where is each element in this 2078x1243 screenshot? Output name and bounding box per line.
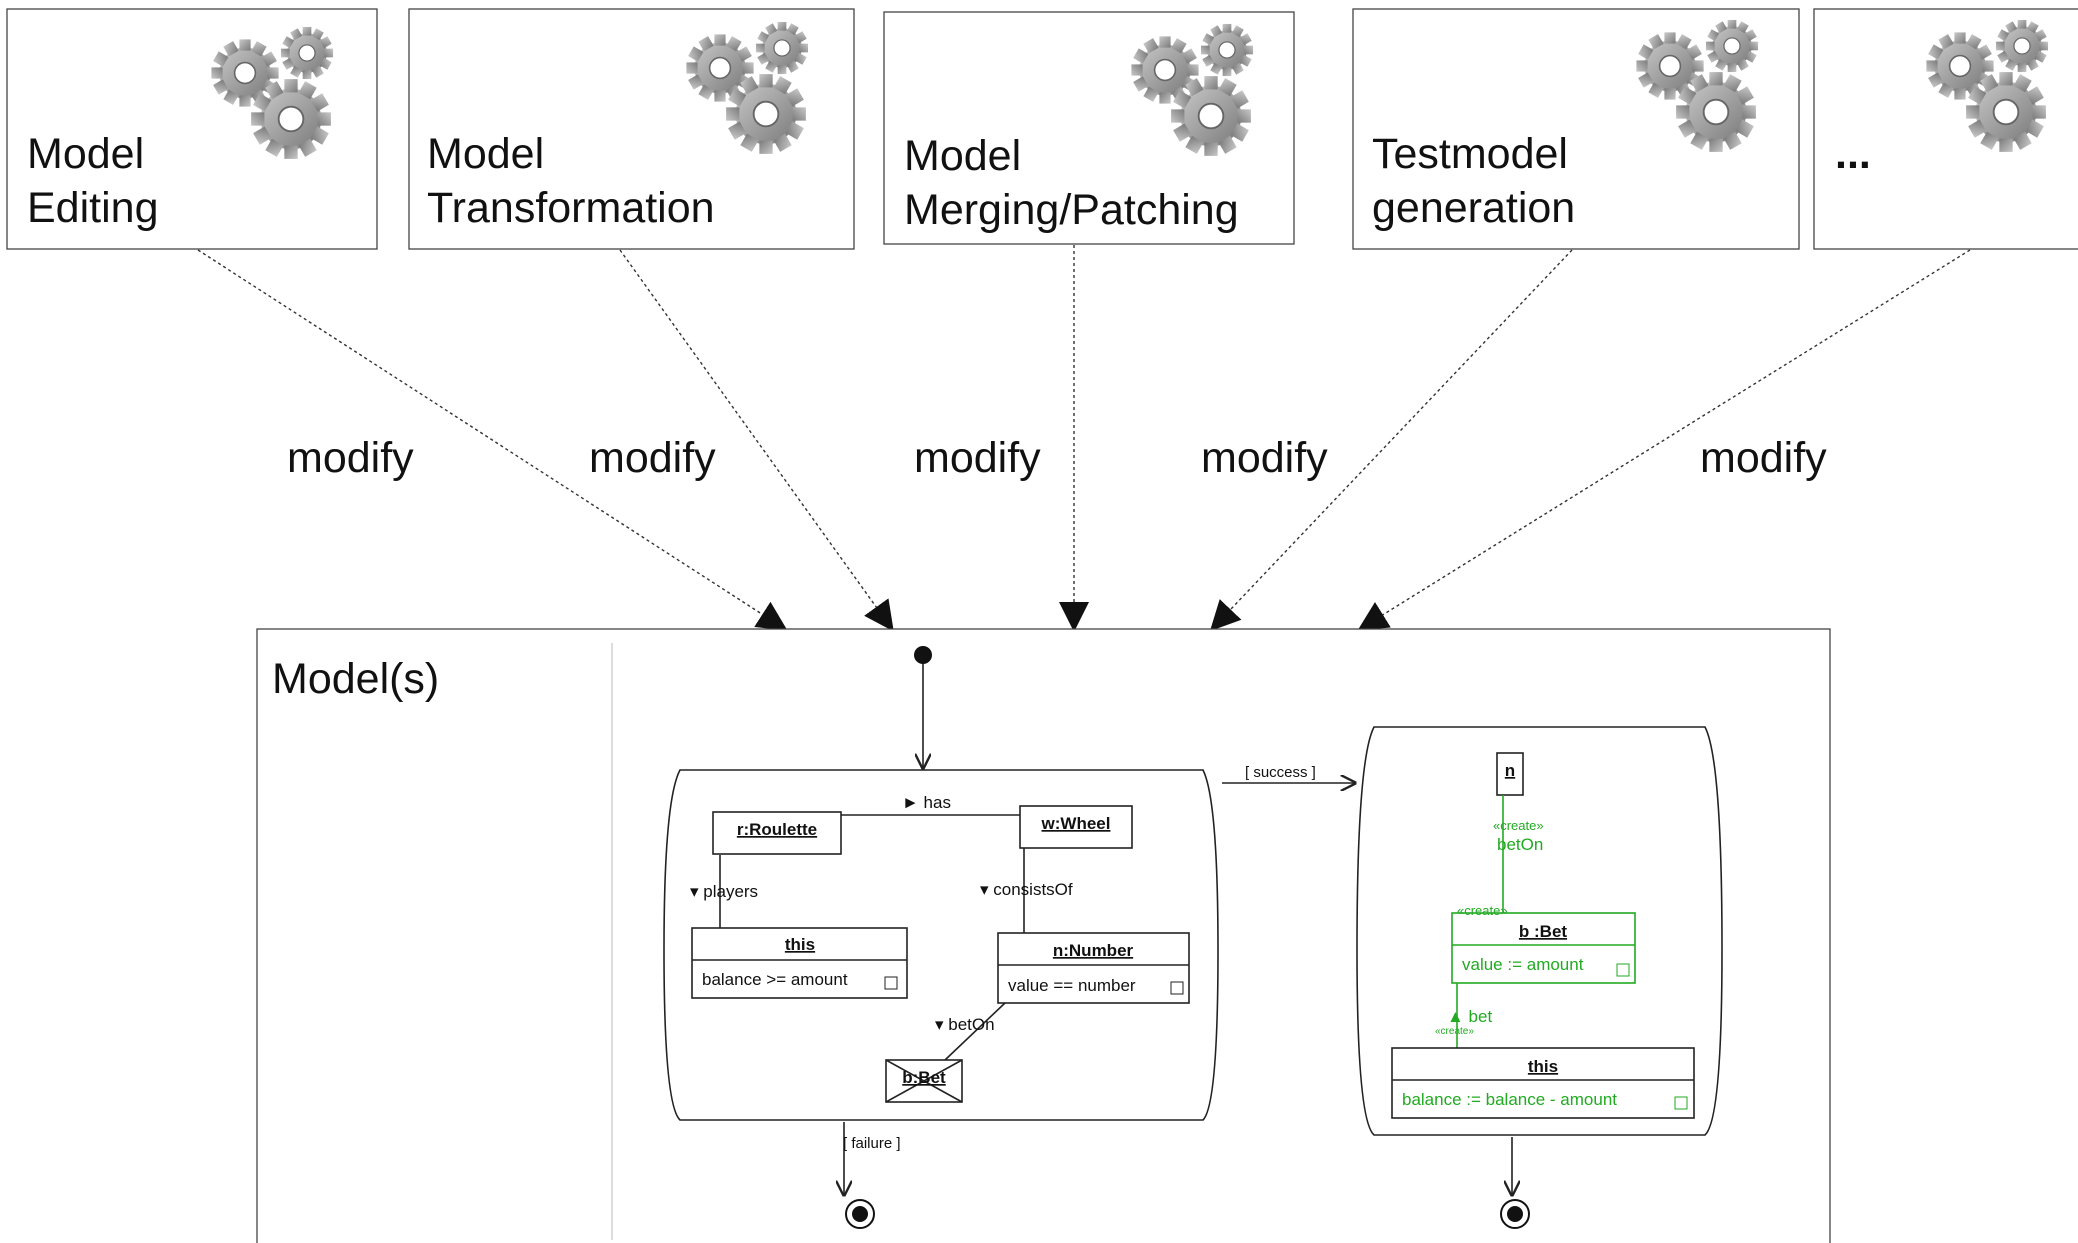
link-label-bet-created: ▲ bet: [1447, 1007, 1492, 1026]
modify-label: modify: [914, 434, 1041, 482]
object-this-name: this: [785, 935, 815, 954]
collapse-toggle-icon: [1616, 963, 1630, 977]
modify-label: modify: [589, 434, 716, 482]
modify-arrow: [1357, 249, 1971, 631]
final-node: [1500, 1199, 1530, 1229]
modify-label: modify: [1700, 434, 1827, 482]
create-stereotype: «create»: [1435, 1026, 1474, 1037]
collapse-toggle-icon: [884, 976, 898, 990]
object-this-right: [1391, 1047, 1695, 1119]
tool-label-line: Transformation: [427, 184, 715, 232]
object-roulette: [712, 811, 842, 855]
object-number-name: n:Number: [1053, 941, 1134, 960]
story-state-right: [1356, 726, 1723, 1136]
link-label-consists-of: ▾ consistsOf: [980, 880, 1073, 899]
object-roulette-name: r:Roulette: [737, 820, 817, 839]
tool-label-line: Model: [904, 132, 1021, 180]
story-diagram: [611, 643, 1723, 1240]
negation-cross: [885, 1059, 963, 1103]
transition-label-success: [ success ]: [1245, 764, 1316, 781]
modify-label: modify: [287, 434, 414, 482]
object-this: [691, 927, 908, 999]
tool-box-model-editing: Model Editing: [6, 8, 378, 250]
collapse-toggle-icon: [1170, 981, 1184, 995]
tool-box-model-transformation: Model Transformation: [408, 8, 855, 250]
link-label-bet-on: ▾ betOn: [935, 1015, 995, 1034]
link-bet-on: [944, 1002, 1006, 1061]
start-node: [914, 646, 932, 664]
object-bet-created: [1451, 912, 1636, 984]
transition-label-failure: [ failure ]: [843, 1135, 901, 1152]
tool-label-line: Model: [27, 130, 144, 178]
final-node-core: [1507, 1206, 1523, 1222]
story-text: r:Roulette w:Wheel this balance >= amoun…: [690, 761, 1617, 1152]
object-wheel-name: w:Wheel: [1041, 814, 1111, 833]
story-state-left: [663, 769, 1219, 1121]
object-this-right-attr: balance := balance - amount: [1402, 1090, 1617, 1109]
link-label-players: ▾ players: [690, 882, 758, 901]
object-this-right-name: this: [1528, 1057, 1558, 1076]
tool-label-line: Model: [427, 130, 544, 178]
tool-label-line: Editing: [27, 184, 158, 232]
tool-box-more: ...: [1813, 8, 2078, 250]
tool-box-model-merging: Model Merging/Patching: [883, 11, 1295, 245]
final-node-core: [852, 1206, 868, 1222]
modify-arrows: [197, 245, 1971, 632]
object-n-name: n: [1505, 761, 1515, 780]
object-bet-created-attr: value := amount: [1462, 955, 1584, 974]
collapse-toggle-icon: [1674, 1096, 1688, 1110]
tool-label-line: Testmodel: [1372, 130, 1568, 178]
tool-label-line: generation: [1372, 184, 1575, 232]
object-wheel: [1019, 805, 1133, 849]
create-stereotype: «create»: [1457, 903, 1508, 918]
link-label-bet-on-created: betOn: [1497, 835, 1543, 854]
modify-label: modify: [1201, 434, 1328, 482]
tool-label-line: Merging/Patching: [904, 186, 1239, 234]
final-node: [845, 1199, 875, 1229]
object-number: [997, 932, 1190, 1004]
object-n: [1496, 752, 1524, 796]
model-box-title: Model(s): [272, 655, 439, 703]
tool-box-testmodel-generation: Testmodel generation: [1352, 8, 1800, 250]
link-label-has: ► has: [902, 793, 951, 812]
modify-labels: modify modify modify modify modify: [287, 434, 1827, 482]
object-number-constraint: value == number: [1008, 976, 1136, 995]
create-stereotype: «create»: [1493, 818, 1544, 833]
tool-label-line: ...: [1835, 130, 1871, 178]
object-this-constraint: balance >= amount: [702, 970, 848, 989]
modify-arrow: [197, 249, 788, 631]
object-bet-negated-name: b:Bet: [902, 1068, 946, 1087]
object-bet-created-name: b :Bet: [1519, 922, 1568, 941]
